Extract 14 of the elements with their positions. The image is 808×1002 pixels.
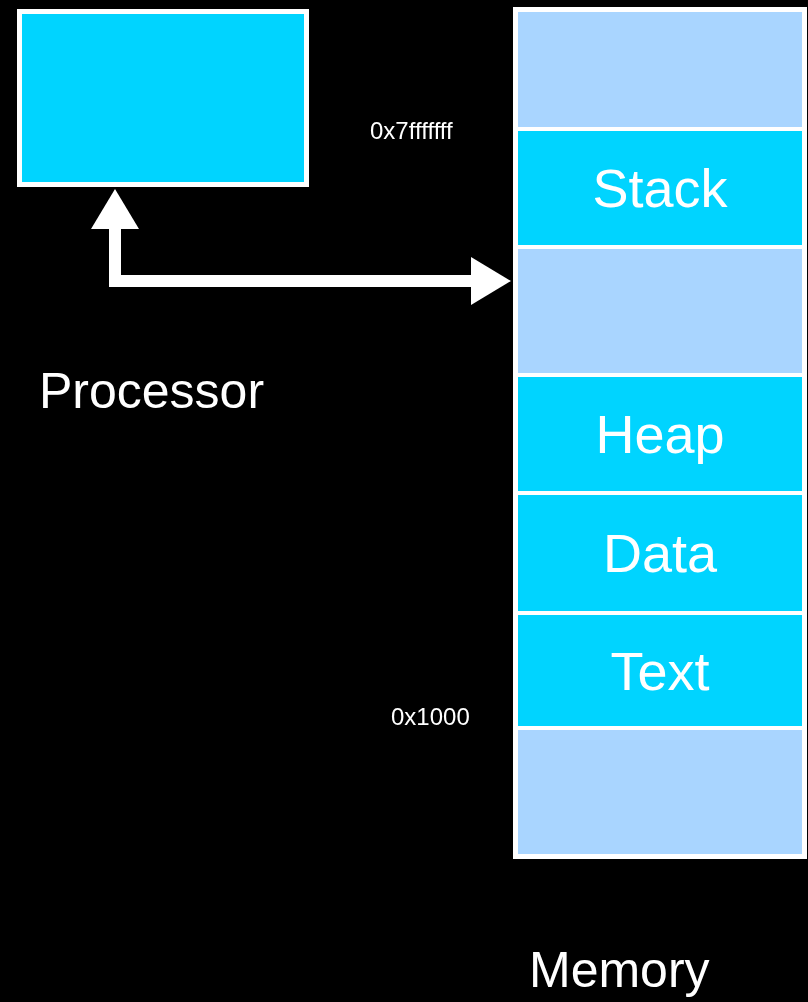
segment-label: Text xyxy=(610,643,710,698)
memory-segment xyxy=(518,131,802,245)
empty-memory-segment xyxy=(518,12,802,127)
memory-segment xyxy=(518,495,802,611)
component-label: Memory xyxy=(529,943,710,998)
address-label: 0x7fffffff xyxy=(370,119,453,143)
empty-memory-segment xyxy=(518,249,802,373)
memory-segment xyxy=(518,615,802,726)
segment-label: Data xyxy=(602,526,718,580)
segment-label: Stack xyxy=(592,161,728,215)
empty-memory-segment xyxy=(518,730,802,854)
component-label: Processor xyxy=(39,364,265,419)
memory-segment xyxy=(518,377,802,491)
address-label: 0x1000 xyxy=(391,705,470,729)
